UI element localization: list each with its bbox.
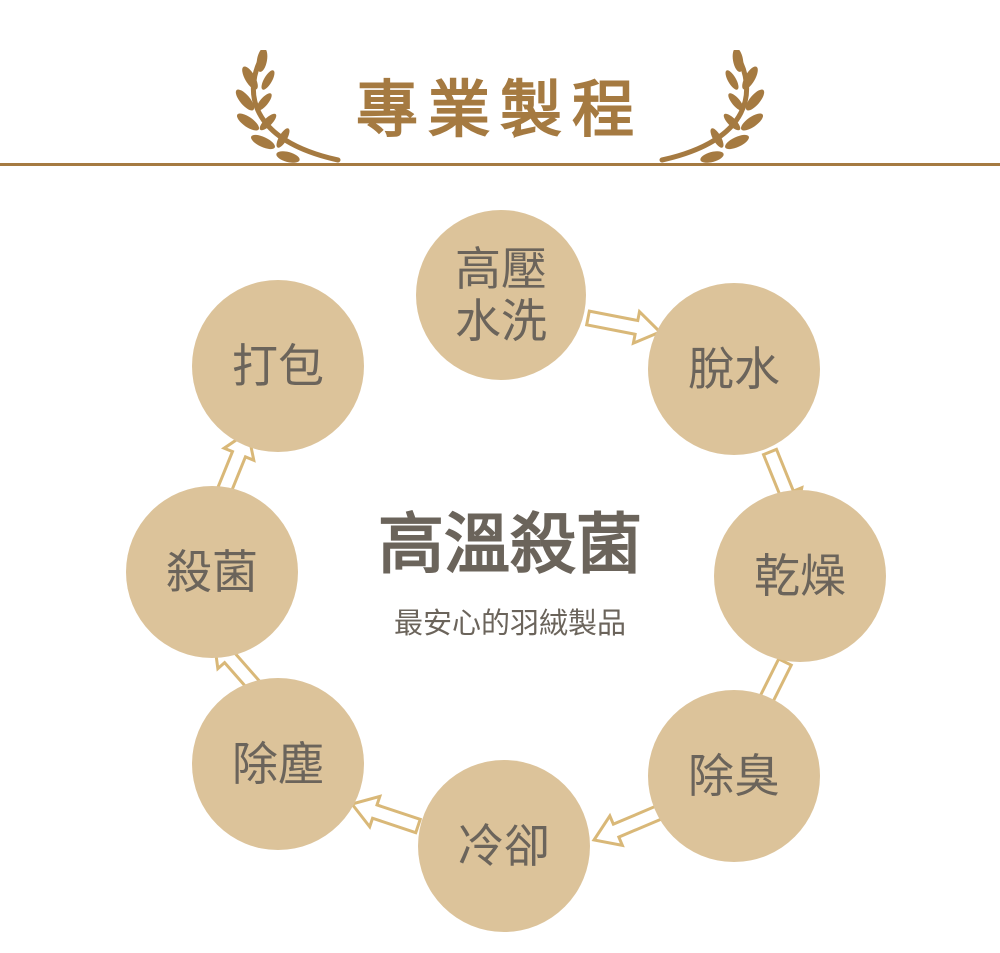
step-label: 除臭 xyxy=(688,749,780,803)
step-high-pressure-wash: 高壓 水洗 xyxy=(416,210,586,380)
step-sterilize: 殺菌 xyxy=(126,486,298,658)
step-label: 脫水 xyxy=(688,342,780,396)
center-subtitle: 最安心的羽絨製品 xyxy=(393,606,626,640)
step-label: 乾燥 xyxy=(754,549,846,603)
arrow-deodorize-to-cool-icon xyxy=(591,803,665,848)
center-title: 高溫殺菌 xyxy=(378,506,642,583)
step-label: 冷卻 xyxy=(458,819,550,873)
step-pack: 打包 xyxy=(192,280,364,452)
left-laurel-icon xyxy=(235,50,341,163)
arrow-cool-to-dust-icon xyxy=(349,794,423,835)
step-dry: 乾燥 xyxy=(714,490,886,662)
step-label: 殺菌 xyxy=(166,545,258,599)
arrow-wash-to-dehydrate-icon xyxy=(584,308,663,346)
step-dehydrate: 脫水 xyxy=(648,283,820,455)
step-label: 打包 xyxy=(232,339,324,393)
step-dust-removal: 除塵 xyxy=(192,678,364,850)
step-label: 高壓 水洗 xyxy=(455,242,547,348)
step-deodorize: 除臭 xyxy=(648,690,820,862)
header-divider xyxy=(0,163,1000,166)
step-label: 除塵 xyxy=(232,737,324,791)
page-title: 專業製程 xyxy=(355,73,644,146)
right-laurel-icon xyxy=(659,50,765,163)
step-cool: 冷卻 xyxy=(418,760,590,932)
